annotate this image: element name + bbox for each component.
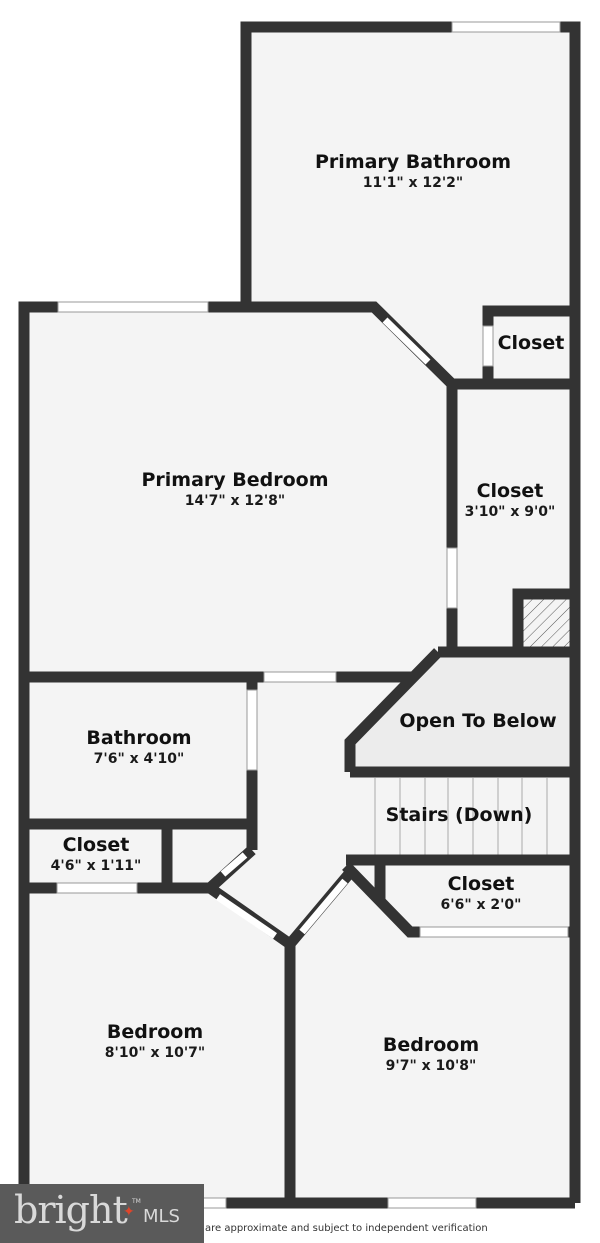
stairs-area <box>350 772 572 860</box>
room-name: Open To Below <box>399 710 557 732</box>
room-bedroom-left: Bedroom 8'10" x 10'7" <box>105 1021 205 1063</box>
room-primary-bedroom: Primary Bedroom 14'7" x 12'8" <box>141 469 328 511</box>
logo-mls-text: MLS <box>143 1206 180 1227</box>
logo-star-icon: ✦ <box>123 1204 135 1220</box>
room-name: Stairs (Down) <box>385 804 533 826</box>
open-to-below-area <box>350 652 572 772</box>
logo-brand-text: bright <box>14 1188 128 1232</box>
room-dimensions: 6'6" x 2'0" <box>440 897 522 913</box>
room-dimensions: 4'6" x 1'11" <box>50 858 142 874</box>
room-name: Primary Bathroom <box>315 151 511 173</box>
room-dimensions: 7'6" x 4'10" <box>93 751 185 767</box>
room-primary-bathroom: Primary Bathroom 11'1" x 12'2" <box>315 151 511 193</box>
room-name: Bedroom <box>106 1021 204 1043</box>
windows <box>56 21 569 1209</box>
bright-mls-watermark: bright ✦ TM MLS <box>0 1184 204 1243</box>
room-name: Closet <box>62 834 130 856</box>
room-stairs: Stairs (Down) <box>386 804 533 826</box>
stair-treads <box>374 778 548 858</box>
room-dimensions: 9'7" x 10'8" <box>385 1058 477 1074</box>
room-name: Primary Bedroom <box>141 469 329 491</box>
room-closet-walkin: Closet 3'10" x 9'0" <box>465 480 556 522</box>
room-closet-left: Closet 4'6" x 1'11" <box>51 834 142 876</box>
logo-trademark: TM <box>132 1198 141 1205</box>
disclaimer-text: are approximate and subject to independe… <box>205 1223 488 1234</box>
room-open-to-below: Open To Below <box>399 710 556 732</box>
hatched-shaft <box>518 596 570 648</box>
room-dimensions: 14'7" x 12'8" <box>184 493 286 509</box>
room-closet-right: Closet 6'6" x 2'0" <box>441 873 522 915</box>
room-dimensions: 8'10" x 10'7" <box>104 1045 206 1061</box>
room-name: Closet <box>497 332 565 354</box>
room-name: Bedroom <box>382 1034 480 1056</box>
room-dimensions: 11'1" x 12'2" <box>362 175 464 191</box>
door-openings <box>216 317 431 939</box>
room-dimensions: 3'10" x 9'0" <box>464 504 556 520</box>
room-name: Closet <box>476 480 544 502</box>
room-closet-top: Closet <box>498 332 565 354</box>
room-bedroom-right: Bedroom 9'7" x 10'8" <box>383 1034 479 1076</box>
room-name: Closet <box>447 873 515 895</box>
room-bathroom: Bathroom 7'6" x 4'10" <box>86 727 191 769</box>
room-name: Bathroom <box>86 727 192 749</box>
